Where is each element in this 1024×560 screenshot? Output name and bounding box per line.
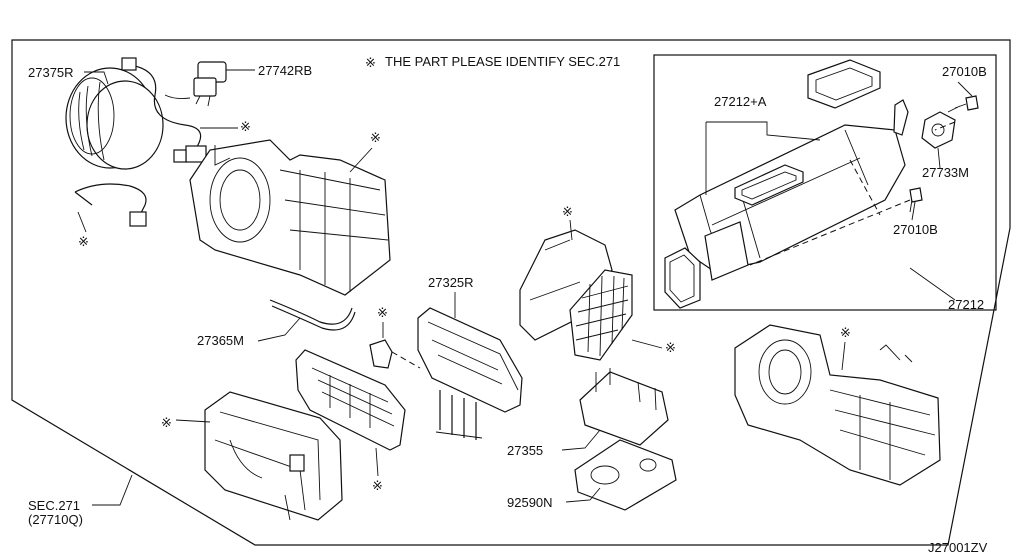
label-27375R: 27375R — [28, 65, 74, 80]
marker-heater: ※ — [840, 325, 851, 340]
note-marker: ※ — [365, 55, 376, 70]
marker-grille: ※ — [665, 340, 676, 355]
lever — [893, 99, 909, 136]
label-sec271-ref: (27710Q) — [28, 512, 83, 527]
duct-assembly — [674, 124, 906, 281]
intake-duct — [519, 229, 613, 341]
label-27733M: 27733M — [922, 165, 969, 180]
marker-clip: ※ — [377, 305, 388, 320]
blower-motor — [65, 67, 164, 170]
intake-grille — [569, 269, 633, 361]
marker-filter: ※ — [161, 415, 172, 430]
assembly-dash-2 — [749, 199, 911, 266]
evaporator — [417, 307, 523, 440]
seal-strip — [269, 299, 356, 331]
label-27212: 27212 — [948, 297, 984, 312]
screw-bottom — [909, 187, 923, 213]
bracket-27355 — [579, 368, 669, 446]
screw-top — [947, 95, 979, 113]
note-text: THE PART PLEASE IDENTIFY SEC.271 — [385, 54, 620, 69]
label-27212A: 27212+A — [714, 94, 767, 109]
marker-housing: ※ — [370, 130, 381, 145]
label-27325R: 27325R — [428, 275, 474, 290]
marker-cartridge: ※ — [372, 478, 383, 493]
assembly-dash-3 — [849, 159, 881, 216]
inset-box-27212 — [653, 54, 997, 311]
resistor-27742RB — [193, 61, 227, 107]
duct-gasket-mid — [734, 164, 804, 206]
heater-unit — [734, 324, 941, 486]
duct-gasket-top — [807, 59, 881, 109]
diagram-id: J27001ZV — [928, 540, 988, 555]
actuator-plate — [574, 439, 677, 511]
label-27010B-top: 27010B — [942, 64, 987, 79]
motor-wiring — [121, 57, 207, 163]
label-27365M: 27365M — [197, 333, 244, 348]
marker-harness: ※ — [240, 119, 251, 134]
filter-frame — [204, 391, 343, 521]
label-27355: 27355 — [507, 443, 543, 458]
label-sec271: SEC.271 — [28, 498, 80, 513]
marker-wire: ※ — [78, 234, 89, 249]
marker-duct: ※ — [562, 204, 573, 219]
label-27742RB: 27742RB — [258, 63, 312, 78]
clip — [369, 339, 393, 369]
assembly-dash-1 — [934, 121, 956, 131]
label-27010B-bottom: 27010B — [893, 222, 938, 237]
label-92590N: 92590N — [507, 495, 553, 510]
duct-gasket-end — [664, 247, 701, 309]
harness-wire — [74, 183, 147, 227]
filter-cartridge — [295, 349, 406, 451]
actuator-27733M — [921, 111, 956, 149]
diagram-frame — [11, 39, 1011, 546]
blower-housing — [189, 139, 391, 296]
